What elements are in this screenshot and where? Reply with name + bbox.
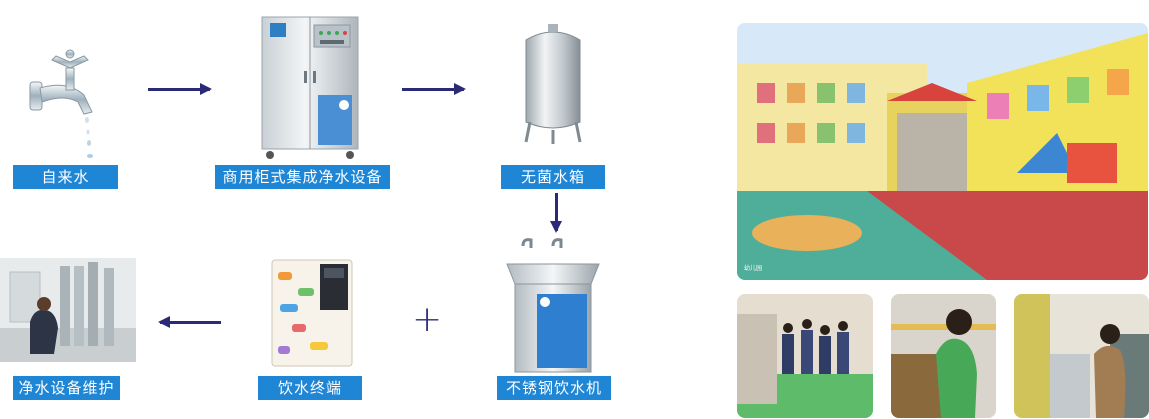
drinking-fountain-illustration [503,238,603,376]
sterile-tank-illustration [518,22,588,147]
step-label-sterile-tank: 无菌水箱 [501,165,605,189]
arrow-right-1 [148,83,212,95]
cabinet-purifier-illustration [258,15,362,160]
plus-sign: + [412,299,443,340]
arrow-right-2 [402,83,466,95]
photo-caption: 幼儿园 [744,265,763,272]
maintenance-photo [0,258,136,362]
drinking-terminal-illustration [270,258,358,370]
kindergarten-photo: 幼儿园 [737,23,1148,280]
step-label-cabinet-purifier: 商用柜式集成净水设备 [215,165,390,189]
step-label-tap-water: 自来水 [13,165,118,189]
kids-drinking-photo-1 [737,294,873,418]
step-label-drinking-fountain: 不锈钢饮水机 [497,376,611,400]
step-label-maintenance: 净水设备维护 [13,376,120,400]
arrow-down [550,193,562,233]
kids-drinking-photo-2 [891,294,996,418]
step-label-drinking-terminal: 饮水终端 [258,376,362,400]
kids-drinking-photo-3 [1014,294,1149,418]
arrow-left [158,316,221,328]
tap-illustration [22,40,107,165]
